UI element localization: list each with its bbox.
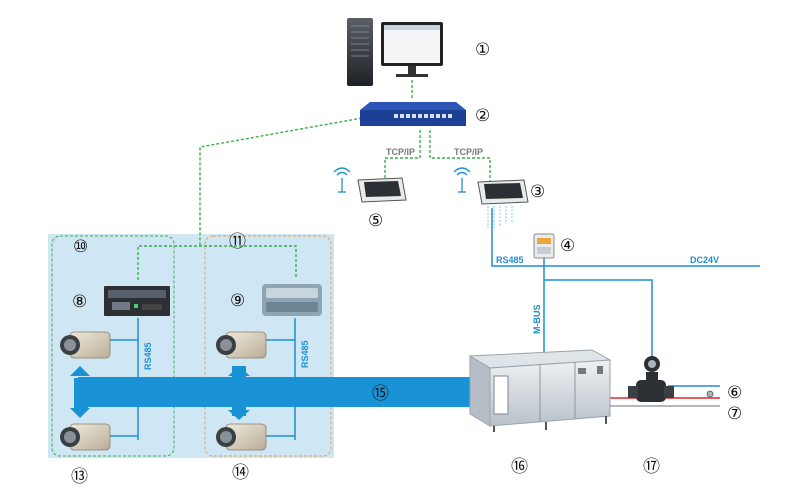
rs485-label-right: RS485 <box>300 340 310 368</box>
number-17: ⑰ <box>643 457 660 477</box>
antenna-icon <box>333 167 351 193</box>
number-2: ② <box>475 106 490 126</box>
number-15: ⑮ <box>372 384 389 404</box>
bus-lines <box>100 208 760 440</box>
tcp-ip-label-left: TCP/IP <box>386 147 415 157</box>
damper-actuator <box>60 423 111 451</box>
number-9: ⑨ <box>230 291 245 311</box>
damper-actuator <box>216 423 267 451</box>
controller-9 <box>262 284 322 316</box>
tcp-ip-label-right: TCP/IP <box>454 147 483 157</box>
converter-module-4 <box>533 233 555 259</box>
dc24v-label: DC24V <box>690 255 719 265</box>
computer-server-icon <box>347 18 443 86</box>
number-10: ⑩ <box>73 237 88 257</box>
mbus-label: M-BUS <box>532 305 542 335</box>
zone-11-border <box>204 235 332 457</box>
damper-actuator <box>216 331 267 359</box>
number-14: ⑭ <box>232 463 249 483</box>
number-3: ③ <box>530 182 545 202</box>
number-5: ⑤ <box>368 211 383 231</box>
number-11: ⑪ <box>229 232 246 252</box>
antenna-icon <box>453 167 471 193</box>
network-lines <box>137 80 491 280</box>
gateway-device-3 <box>477 179 529 228</box>
number-13: ⑬ <box>71 467 88 487</box>
number-1: ① <box>475 40 490 60</box>
controller-8 <box>104 286 170 316</box>
damper-actuator <box>60 331 111 359</box>
number-4: ④ <box>560 236 575 256</box>
air-duct <box>70 366 498 420</box>
number-6: ⑥ <box>727 383 742 403</box>
number-7: ⑦ <box>727 404 742 424</box>
rs485-label-top: RS485 <box>496 255 524 265</box>
gateway-device-5 <box>357 177 407 203</box>
number-8: ⑧ <box>72 292 87 312</box>
energy-meter-17 <box>628 356 714 402</box>
zone-10-border <box>51 235 175 457</box>
number-16: ⑯ <box>511 457 528 477</box>
rs485-label-left: RS485 <box>143 342 153 370</box>
air-handling-unit-16 <box>468 349 612 432</box>
network-switch-icon <box>360 102 466 126</box>
